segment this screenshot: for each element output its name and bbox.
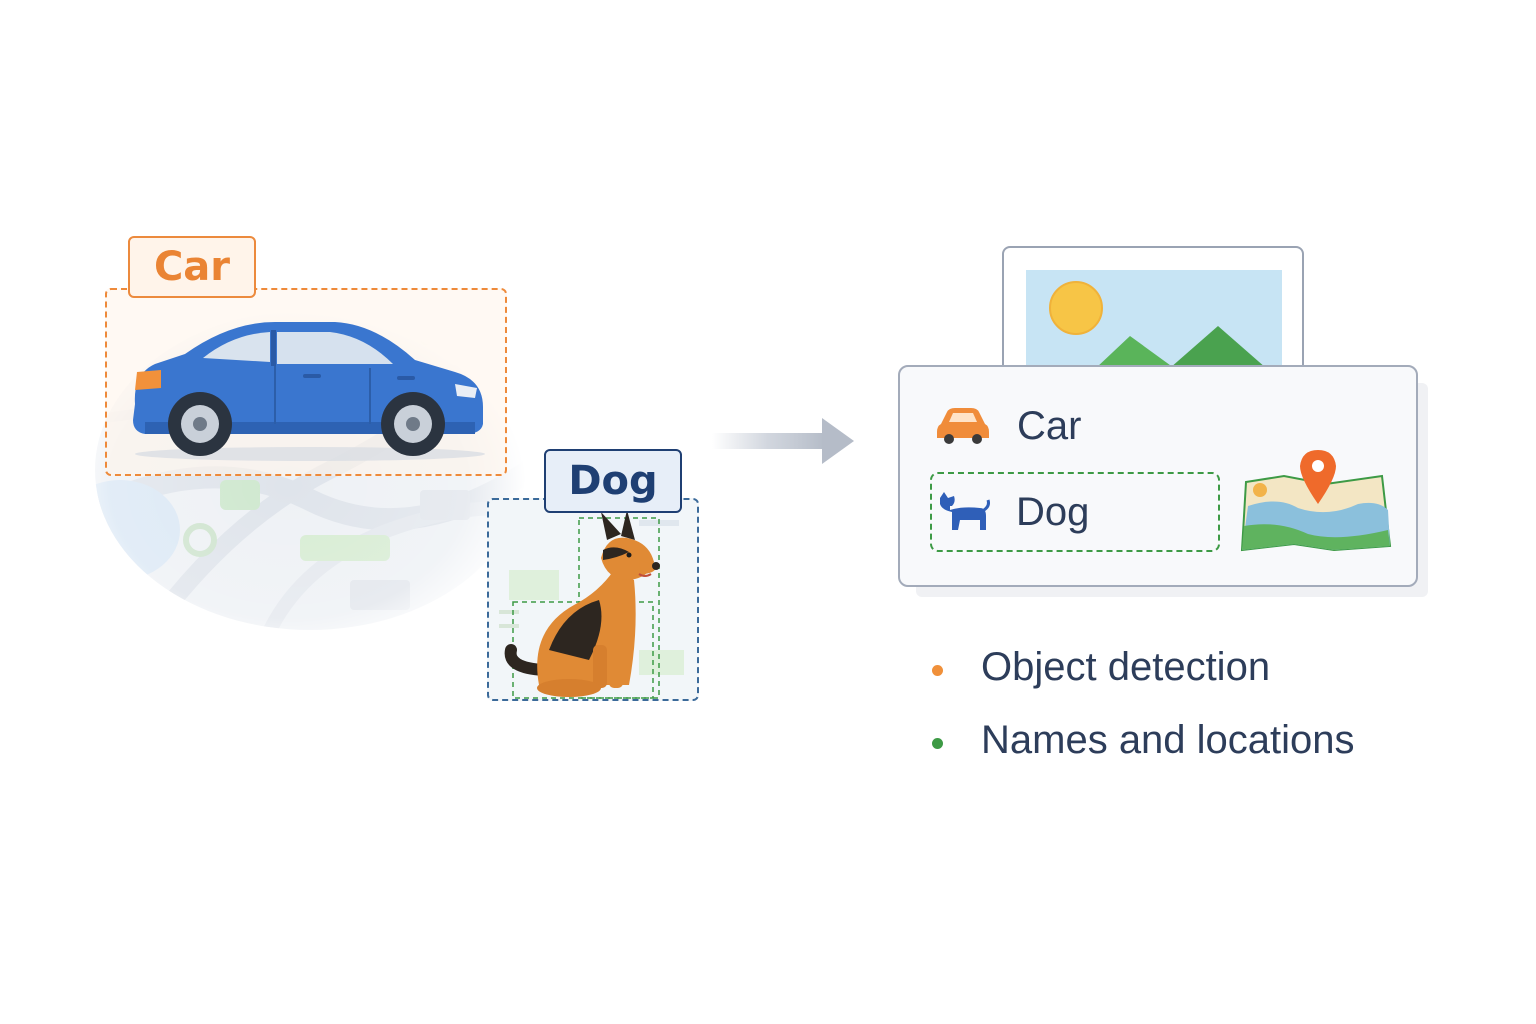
dog-detection-label: Dog <box>544 449 682 513</box>
car-detection-label: Car <box>128 236 256 298</box>
bullet-dot-orange <box>932 665 943 676</box>
car-result-label: Car <box>1017 404 1082 448</box>
car-illustration <box>133 322 485 461</box>
dog-icon <box>940 492 990 530</box>
dog-illustration <box>499 510 684 699</box>
bullet-names-and-locations: Names and locations <box>981 718 1355 762</box>
dog-result-label: Dog <box>1016 490 1090 534</box>
map-pin-icon <box>1240 450 1392 552</box>
dog-highlight-box <box>930 472 1220 552</box>
bullet-object-detection: Object detection <box>981 645 1271 689</box>
bullet-dot-green <box>932 738 943 749</box>
right-arrow-icon <box>712 418 854 464</box>
car-icon <box>937 408 989 444</box>
